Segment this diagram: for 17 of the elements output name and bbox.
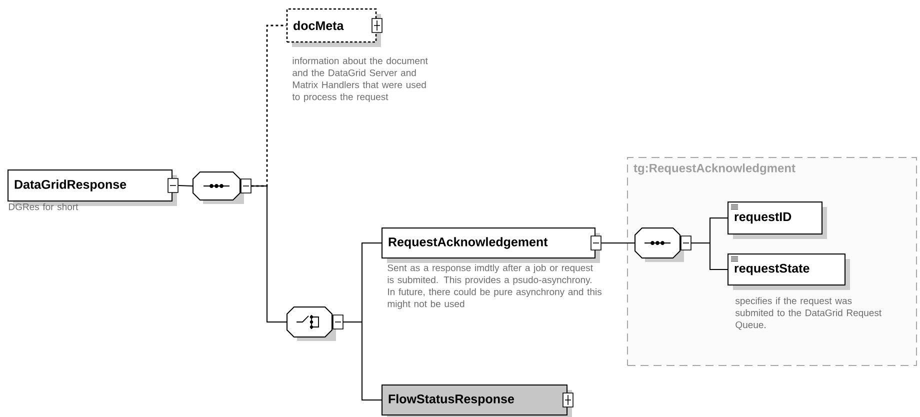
connector-line bbox=[690, 242, 728, 270]
element-box: requestID bbox=[728, 202, 827, 239]
element-box: FlowStatusResponse bbox=[382, 384, 574, 417]
annotation-text: information about the document and the DataGrid Server and Matrix Handlers that were used to process the request bbox=[292, 57, 428, 102]
annotation-text: Sent as a response imdtly after a job or request is submited. This provides a psudo-asynchrony. In future, there could be pure asynchrony and this might not be used bbox=[388, 264, 602, 310]
element-box: requestState bbox=[728, 254, 850, 290]
choice-compositor bbox=[286, 306, 344, 341]
connector-line bbox=[178, 185, 194, 186]
connector-line bbox=[342, 322, 382, 400]
element-box: RequestAcknowledgement bbox=[382, 228, 602, 263]
sequence-compositor bbox=[634, 228, 692, 262]
connector-line bbox=[601, 242, 636, 244]
element-box: docMeta bbox=[286, 8, 382, 47]
annotation-text: DGRes for short bbox=[9, 203, 78, 210]
annotation-text: specifies if the request was submited to the DataGrid Request Queue. bbox=[735, 297, 882, 330]
sequence-compositor bbox=[192, 172, 252, 204]
connector-line bbox=[250, 186, 288, 322]
